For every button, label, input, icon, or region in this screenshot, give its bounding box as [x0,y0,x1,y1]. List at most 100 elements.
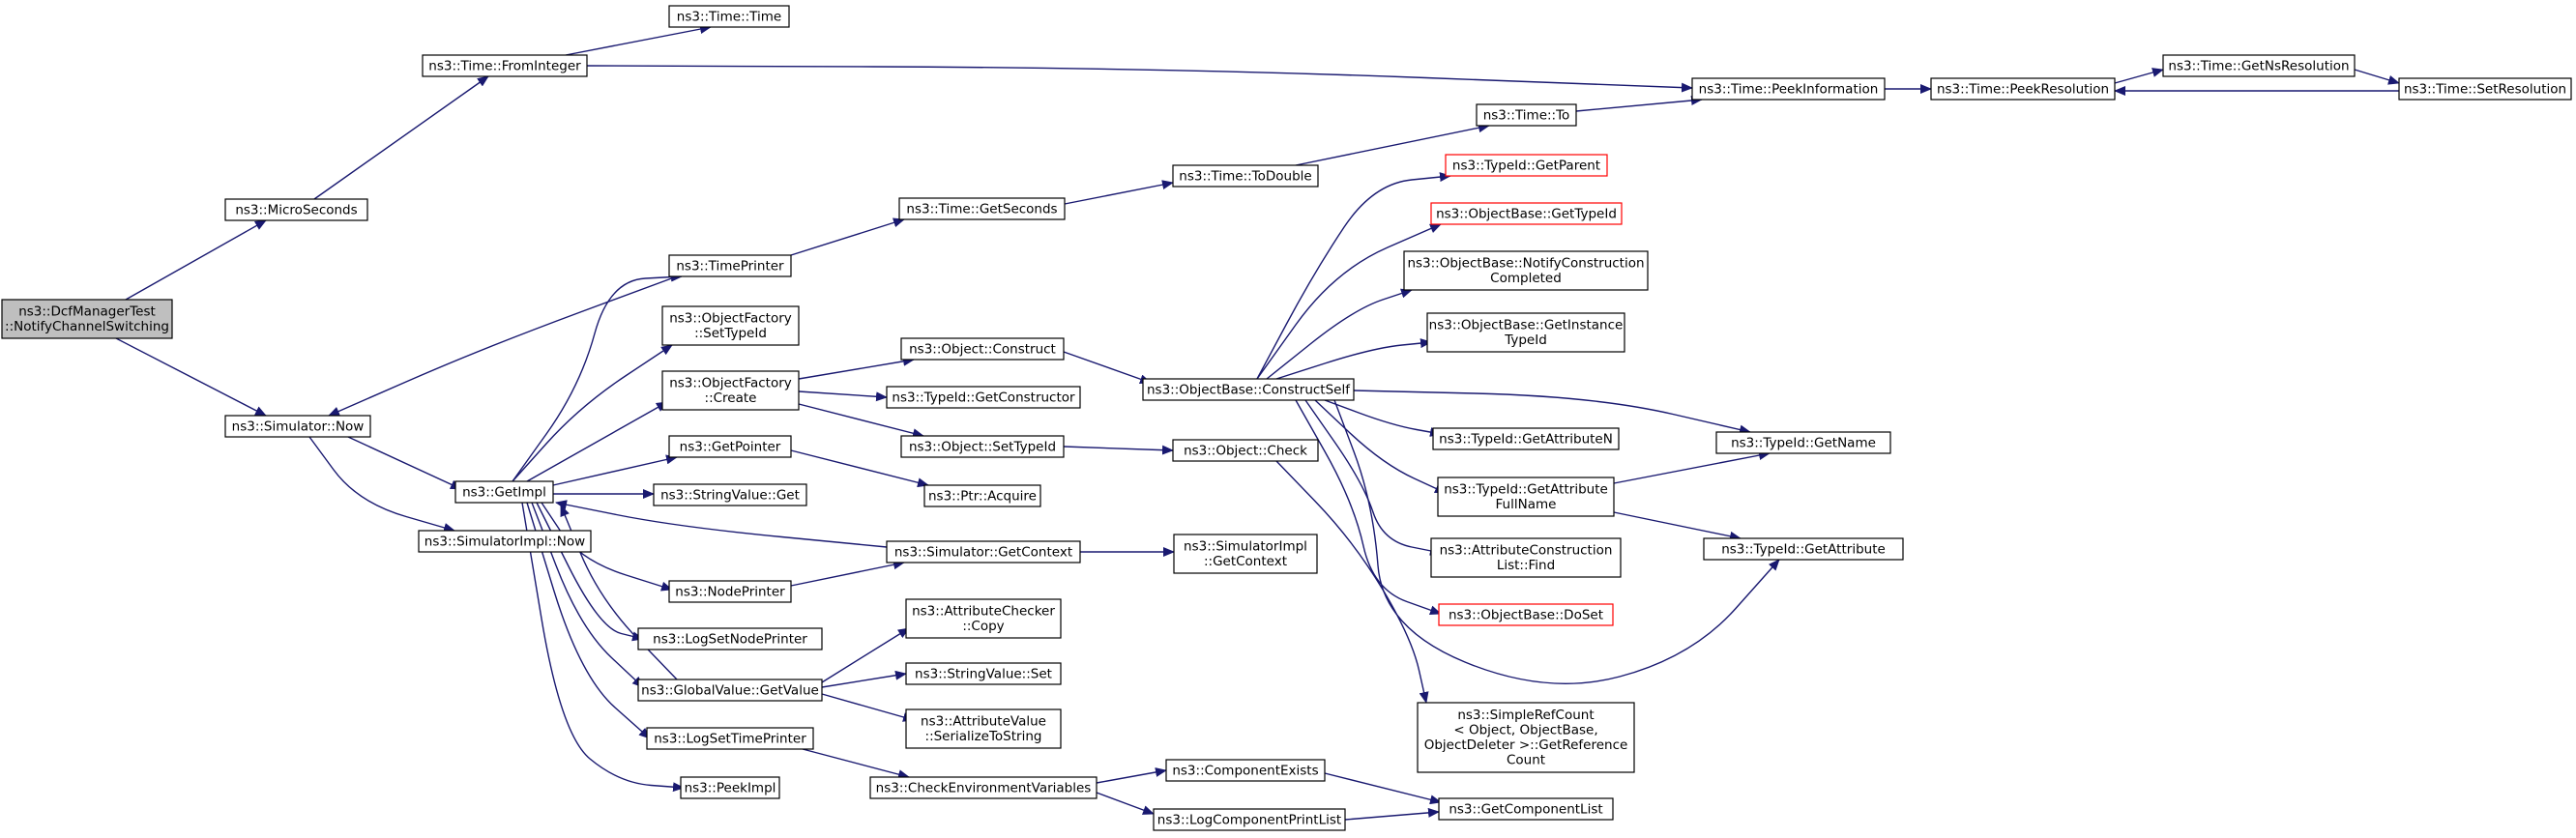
node-getImpl[interactable]: ns3::GetImpl [454,480,554,504]
node-simImplGetContext[interactable]: ns3::SimulatorImpl::GetContext [1173,534,1318,574]
edge-getSeconds-to-toDouble [1064,180,1174,205]
node-ptrAcquire[interactable]: ns3::Ptr::Acquire [923,484,1041,507]
node-box [418,530,592,553]
edge-getImpl-to-getPointer [552,454,678,486]
node-getAttribute[interactable]: ns3::TypeId::GetAttribute [1703,537,1904,561]
node-box [1438,603,1614,626]
node-objSetTypeId[interactable]: ns3::Object::SetTypeId [900,435,1065,458]
node-label-line: ns3::GlobalValue::GetValue [641,682,819,698]
node-simpleRef[interactable]: ns3::SimpleRefCount< Object, ObjectBase,… [1417,702,1635,773]
node-setResolution[interactable]: ns3::Time::SetResolution [2398,77,2572,101]
node-label-line: ns3::GetImpl [462,484,546,500]
node-timeTo[interactable]: ns3::Time::To [1476,103,1577,127]
node-avSerialize[interactable]: ns3::AttributeValue::SerializeToString [905,708,1062,749]
node-componentExists[interactable]: ns3::ComponentExists [1165,759,1326,782]
node-timeTime[interactable]: ns3::Time::Time [668,5,790,28]
node-getName[interactable]: ns3::TypeId::GetName [1715,431,1891,454]
node-microseconds[interactable]: ns3::MicroSeconds [224,198,368,221]
node-notifyConstruction[interactable]: ns3::ObjectBase::NotifyConstructionCompl… [1403,250,1649,291]
node-box [668,5,790,28]
node-label-line: ns3::Object::Check [1184,443,1307,458]
node-label-line: ns3::Time::SetResolution [2404,81,2566,97]
node-stringValueSet[interactable]: ns3::StringValue::Set [905,662,1062,685]
node-getComponentList[interactable]: ns3::GetComponentList [1438,797,1614,821]
node-getConstructor[interactable]: ns3::TypeId::GetConstructor [886,386,1081,409]
node-box [905,708,1062,749]
node-box [869,776,1098,799]
node-label-line: ns3::TypeId::GetAttributeN [1439,431,1613,447]
node-simImplNow[interactable]: ns3::SimulatorImpl::Now [418,530,592,553]
node-peekInformation[interactable]: ns3::Time::PeekInformation [1691,77,1886,101]
node-label-line: ns3::ObjectFactory [669,311,792,327]
edge-constructSelf-to-obGetTypeId [1256,223,1442,380]
node-logComponentPrintList[interactable]: ns3::LogComponentPrintList [1153,808,1346,831]
edge-path [1613,511,1742,541]
edge-gvGetValue-to-getImpl [560,505,678,680]
node-label-line: ns3::GetComponentList [1449,801,1602,817]
node-box [668,435,792,458]
node-label-line: ns3::SimulatorImpl [1184,539,1307,555]
node-box [900,435,1065,458]
node-gvGetValue[interactable]: ns3::GlobalValue::GetValue [637,679,823,702]
node-label-line: ns3::Time::PeekInformation [1699,81,1879,97]
node-label-line: ns3::Time::Time [677,9,781,24]
edge-path [125,219,267,301]
node-peekResolution[interactable]: ns3::Time::PeekResolution [1930,77,2116,101]
node-label-line: ::GetContext [1204,554,1287,569]
node-box [1417,702,1635,773]
edge-constructSelf-to-getAttribute [1333,399,1780,684]
node-nodePrinter[interactable]: ns3::NodePrinter [668,580,792,603]
edge-logSetTimePrinter-to-checkEnv [802,748,910,780]
edge-getAttrFullName-to-getName [1613,450,1771,484]
node-logSetNodePrinter[interactable]: ns3::LogSetNodePrinter [637,627,823,650]
node-getParent[interactable]: ns3::TypeId::GetParent [1445,154,1608,177]
edge-path [802,748,910,780]
node-box [1153,808,1346,831]
node-fromInteger[interactable]: ns3::Time::FromInteger [422,54,588,77]
node-objCheck[interactable]: ns3::Object::Check [1172,439,1319,462]
edge-getImpl-to-gvGetValue [531,502,644,688]
node-ofCreate[interactable]: ns3::ObjectFactory::Create [661,370,800,411]
edge-path [313,75,489,200]
node-label-line: ns3::Time::To [1483,107,1570,123]
node-getNsResolution[interactable]: ns3::Time::GetNsResolution [2162,54,2356,77]
node-label-line: ns3::SimpleRefCount [1457,708,1594,723]
node-box [1430,202,1623,225]
node-obGetTypeId[interactable]: ns3::ObjectBase::GetTypeId [1430,202,1623,225]
node-acCopy[interactable]: ns3::AttributeChecker::Copy [905,598,1062,639]
edge-path [1096,792,1155,815]
node-doSet[interactable]: ns3::ObjectBase::DoSet [1438,603,1614,626]
edge-path [1266,288,1413,380]
node-constructSelf[interactable]: ns3::ObjectBase::ConstructSelf [1142,378,1355,401]
node-objConstruct[interactable]: ns3::Object::Construct [900,337,1065,361]
node-stringValueGet[interactable]: ns3::StringValue::Get [653,483,807,506]
edge-path [790,449,929,488]
node-getPointer[interactable]: ns3::GetPointer [668,435,792,458]
node-getAttributeN[interactable]: ns3::TypeId::GetAttributeN [1432,427,1620,450]
node-label-line: ns3::ObjectBase::GetInstance [1429,318,1624,333]
node-toDouble[interactable]: ns3::Time::ToDouble [1172,164,1319,188]
node-simGetContext[interactable]: ns3::Simulator::GetContext [886,540,1081,563]
edge-path [512,272,683,482]
edge-timePrinter-to-simNow [328,275,678,417]
edge-path [552,454,678,486]
node-label-line: < Object, ObjectBase, [1453,723,1597,738]
node-box [905,662,1062,685]
edge-path [328,275,678,417]
node-logSetTimePrinter[interactable]: ns3::LogSetTimePrinter [646,727,814,750]
node-box [224,198,368,221]
node-ofSetTypeId[interactable]: ns3::ObjectFactory::SetTypeId [661,305,800,346]
node-label-line: ns3::LogSetNodePrinter [653,631,807,647]
edge-path [1275,460,1429,704]
edge-path [1256,223,1442,380]
node-label-line: ::SetTypeId [694,326,767,341]
node-simNow[interactable]: ns3::Simulator::Now [224,415,371,438]
node-peekImpl[interactable]: ns3::PeekImpl [680,776,780,799]
node-checkEnv[interactable]: ns3::CheckEnvironmentVariables [869,776,1098,799]
node-timePrinter[interactable]: ns3::TimePrinter [668,254,792,277]
node-getSeconds[interactable]: ns3::Time::GetSeconds [898,197,1066,220]
node-box [646,727,814,750]
